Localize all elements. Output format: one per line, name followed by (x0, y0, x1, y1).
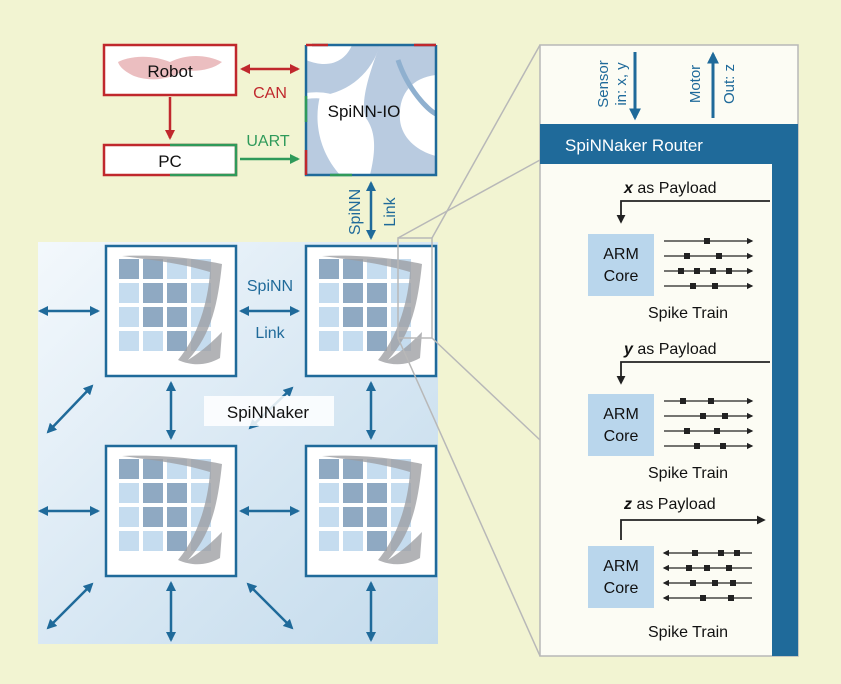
svg-text:Core: Core (604, 428, 639, 445)
svg-text:Core: Core (604, 580, 639, 597)
payload-y-label: y as Payload (623, 341, 717, 358)
svg-text:Spike Train: Spike Train (648, 465, 728, 482)
robot-label: Robot (147, 62, 193, 81)
spinn-vertical-label: SpiNN (347, 189, 364, 235)
arm-core-box (588, 394, 654, 456)
sensor-label: Sensor (595, 60, 612, 108)
svg-text:ARM: ARM (603, 558, 639, 575)
pc-label: PC (158, 152, 182, 171)
spinn-mid-label: SpiNN (247, 278, 293, 295)
link-vertical-label: Link (382, 196, 399, 226)
motor-out-label: Out: z (721, 64, 738, 104)
chip-bottom-right (304, 444, 438, 578)
spinnaker-router-bar (540, 124, 798, 656)
robot-arm-image (118, 56, 222, 80)
link-mid-label: Link (255, 325, 285, 342)
zoom-callout-lines (397, 44, 541, 657)
chip-top-right (304, 244, 438, 378)
chip-top-left (104, 244, 238, 378)
router-title: SpiNNaker Router (565, 136, 703, 155)
motor-label: Motor (687, 65, 704, 103)
svg-text:ARM: ARM (603, 406, 639, 423)
svg-text:Spike Train: Spike Train (648, 305, 728, 322)
spinn-io-label: SpiNN-IO (328, 102, 401, 121)
can-label: CAN (253, 85, 287, 102)
payload-section-x: x as Payload ARM Core Spike Train (588, 180, 770, 322)
spinnaker-label: SpiNNaker (227, 403, 310, 422)
chip-bottom-left (104, 444, 238, 578)
payload-z-label: z as Payload (623, 496, 716, 513)
svg-text:ARM: ARM (603, 246, 639, 263)
svg-text:Spike Train: Spike Train (648, 624, 728, 641)
payload-x-label: x as Payload (623, 180, 717, 197)
spinnaker-label-bg (204, 396, 334, 426)
payload-section-y: y as Payload ARM Core Spike Train (588, 341, 770, 482)
svg-text:Core: Core (604, 268, 639, 285)
uart-label: UART (246, 133, 289, 150)
sensor-in-label: in: x, y (613, 62, 630, 106)
arm-core-box (588, 234, 654, 296)
spinn-io-board (304, 43, 438, 177)
arm-core-box (588, 546, 654, 608)
payload-section-z: z as Payload ARM Core Spike Train (588, 496, 766, 641)
